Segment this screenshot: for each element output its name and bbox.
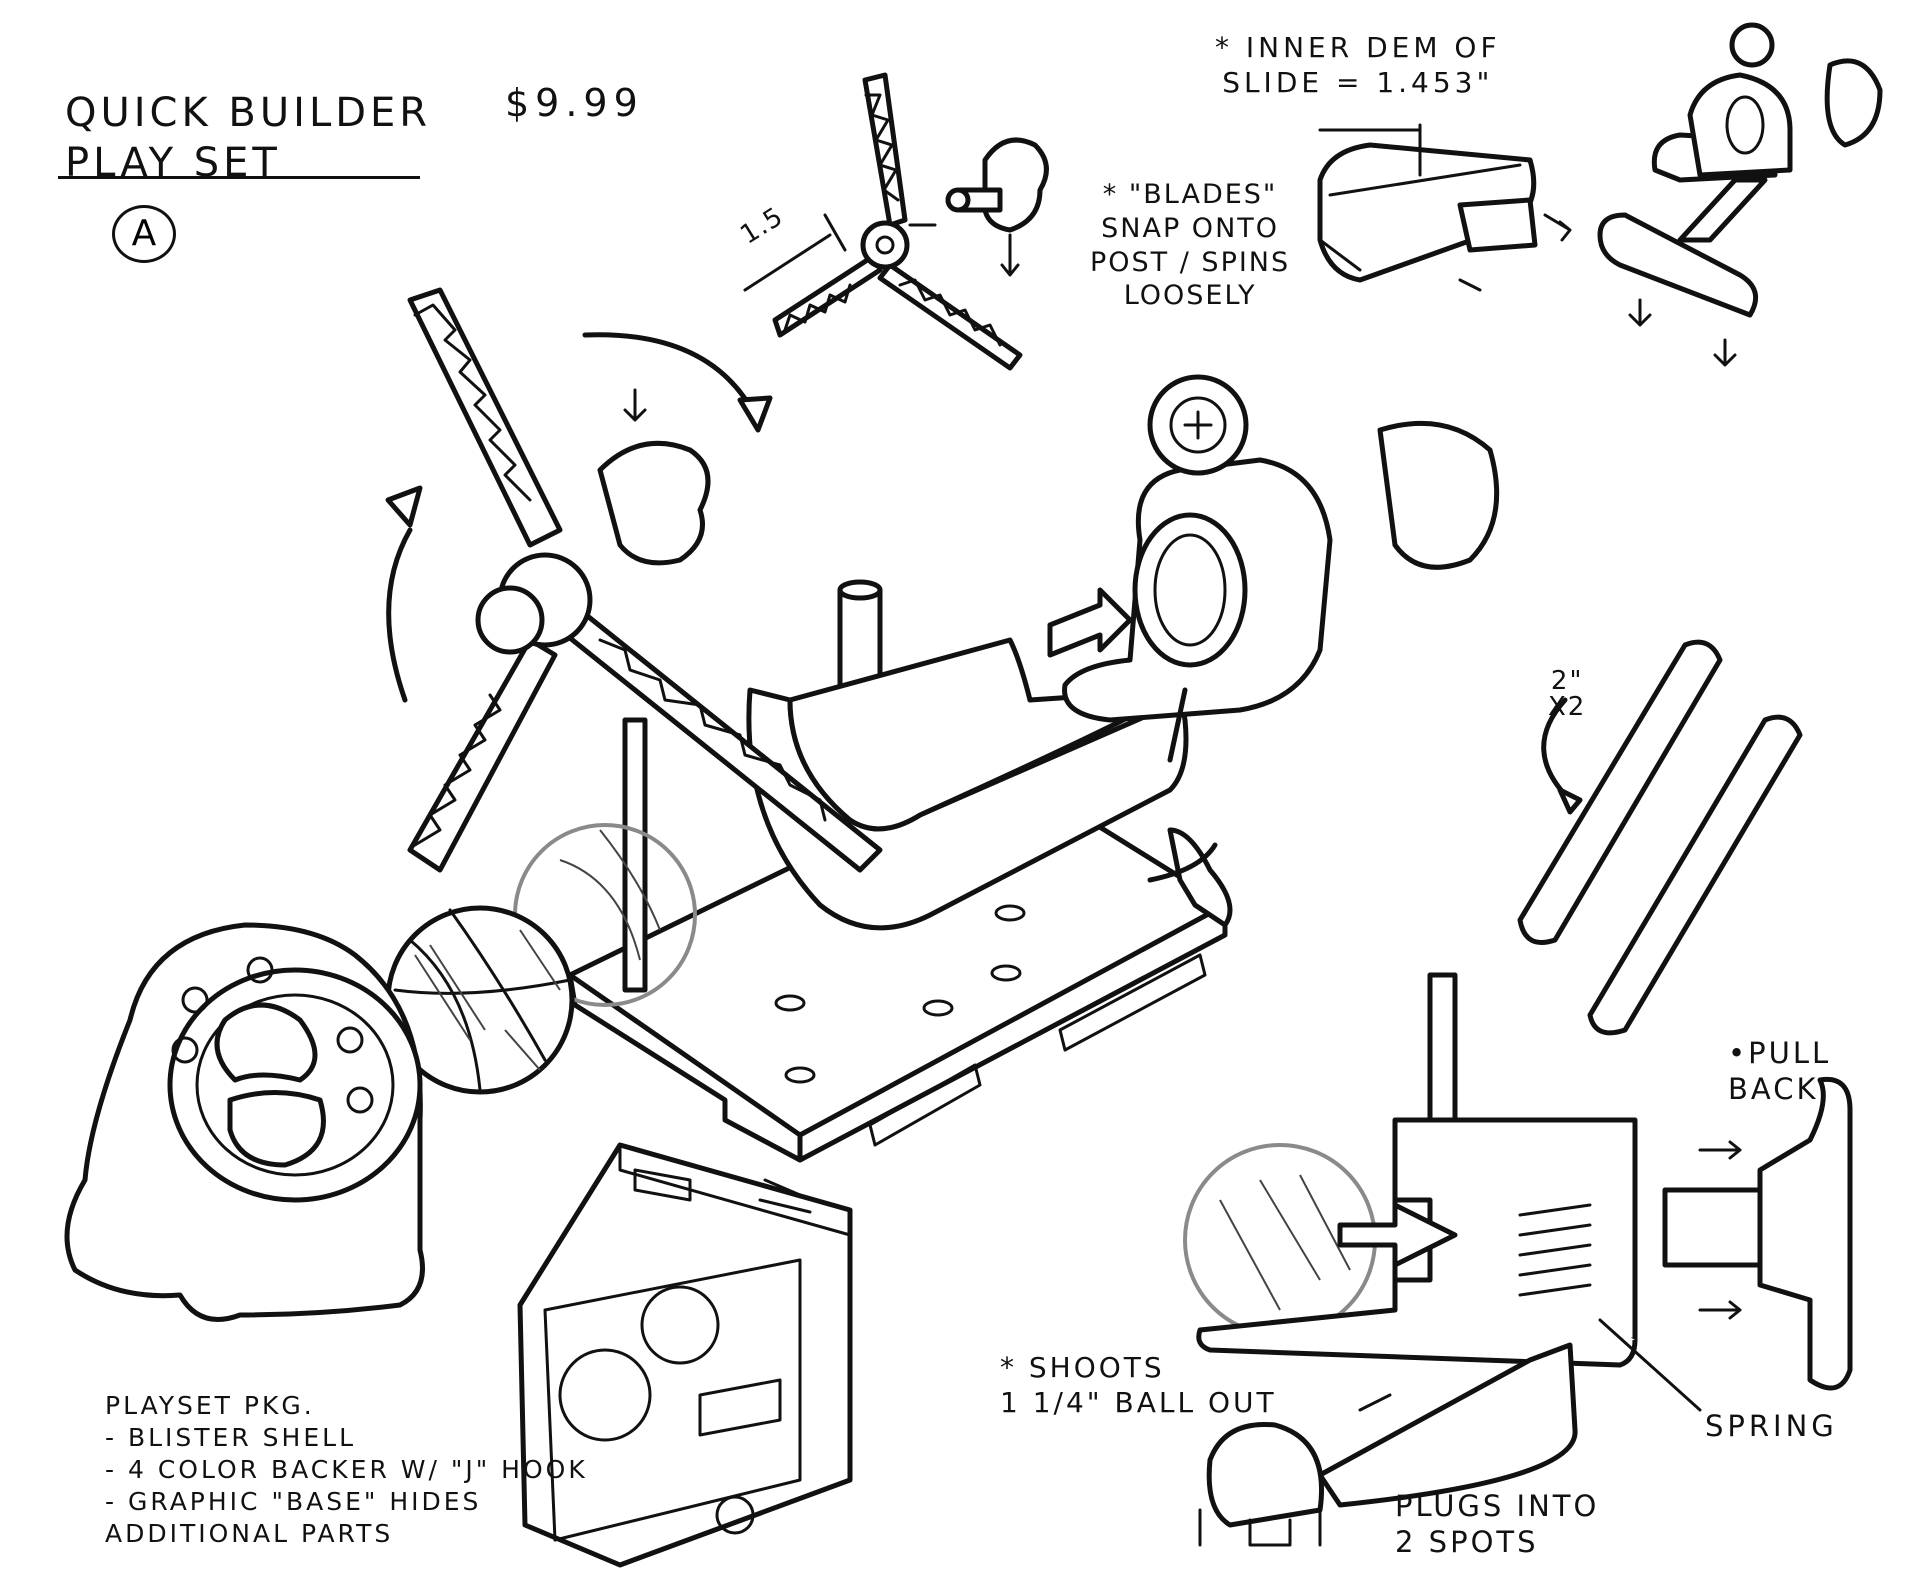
- plugs-into-note: PLUGS INTO 2 SPOTS: [1395, 1489, 1600, 1560]
- blades-detail-drawing: [743, 72, 1049, 371]
- package-drawing: [517, 1142, 853, 1568]
- rods-drawing: [1517, 639, 1803, 1036]
- package-notes: PLAYSET PKG. - BLISTER SHELL - 4 COLOR B…: [105, 1391, 588, 1548]
- sheet-title: QUICK BUILDER PLAY SET: [65, 90, 432, 186]
- shoots-ball-note: * SHOOTS 1 1/4" BALL OUT: [1000, 1351, 1277, 1419]
- slide-dimension-note: * INNER DEM OF SLIDE = 1.453": [1215, 31, 1501, 99]
- title-underline: [58, 176, 420, 179]
- launcher-assembly-drawing: [1047, 374, 1500, 928]
- rods-quantity-note: 2" X2: [1548, 666, 1587, 722]
- spring-label: SPRING: [1705, 1409, 1838, 1443]
- price-label: $9.99: [505, 81, 644, 125]
- launcher-detail-drawing: [1597, 22, 1883, 367]
- windmill-blades-drawing: [385, 287, 883, 873]
- slide-detail-drawing: [1317, 123, 1572, 292]
- variant-badge: A: [112, 205, 176, 263]
- pull-back-note: •PULL BACK: [1728, 1036, 1832, 1107]
- mascot-drawing: [64, 922, 425, 1322]
- launcher-exploded-drawing: [1183, 972, 1853, 1547]
- blades-note: * "BLADES" SNAP ONTO POST / SPINS LOOSEL…: [1090, 179, 1291, 312]
